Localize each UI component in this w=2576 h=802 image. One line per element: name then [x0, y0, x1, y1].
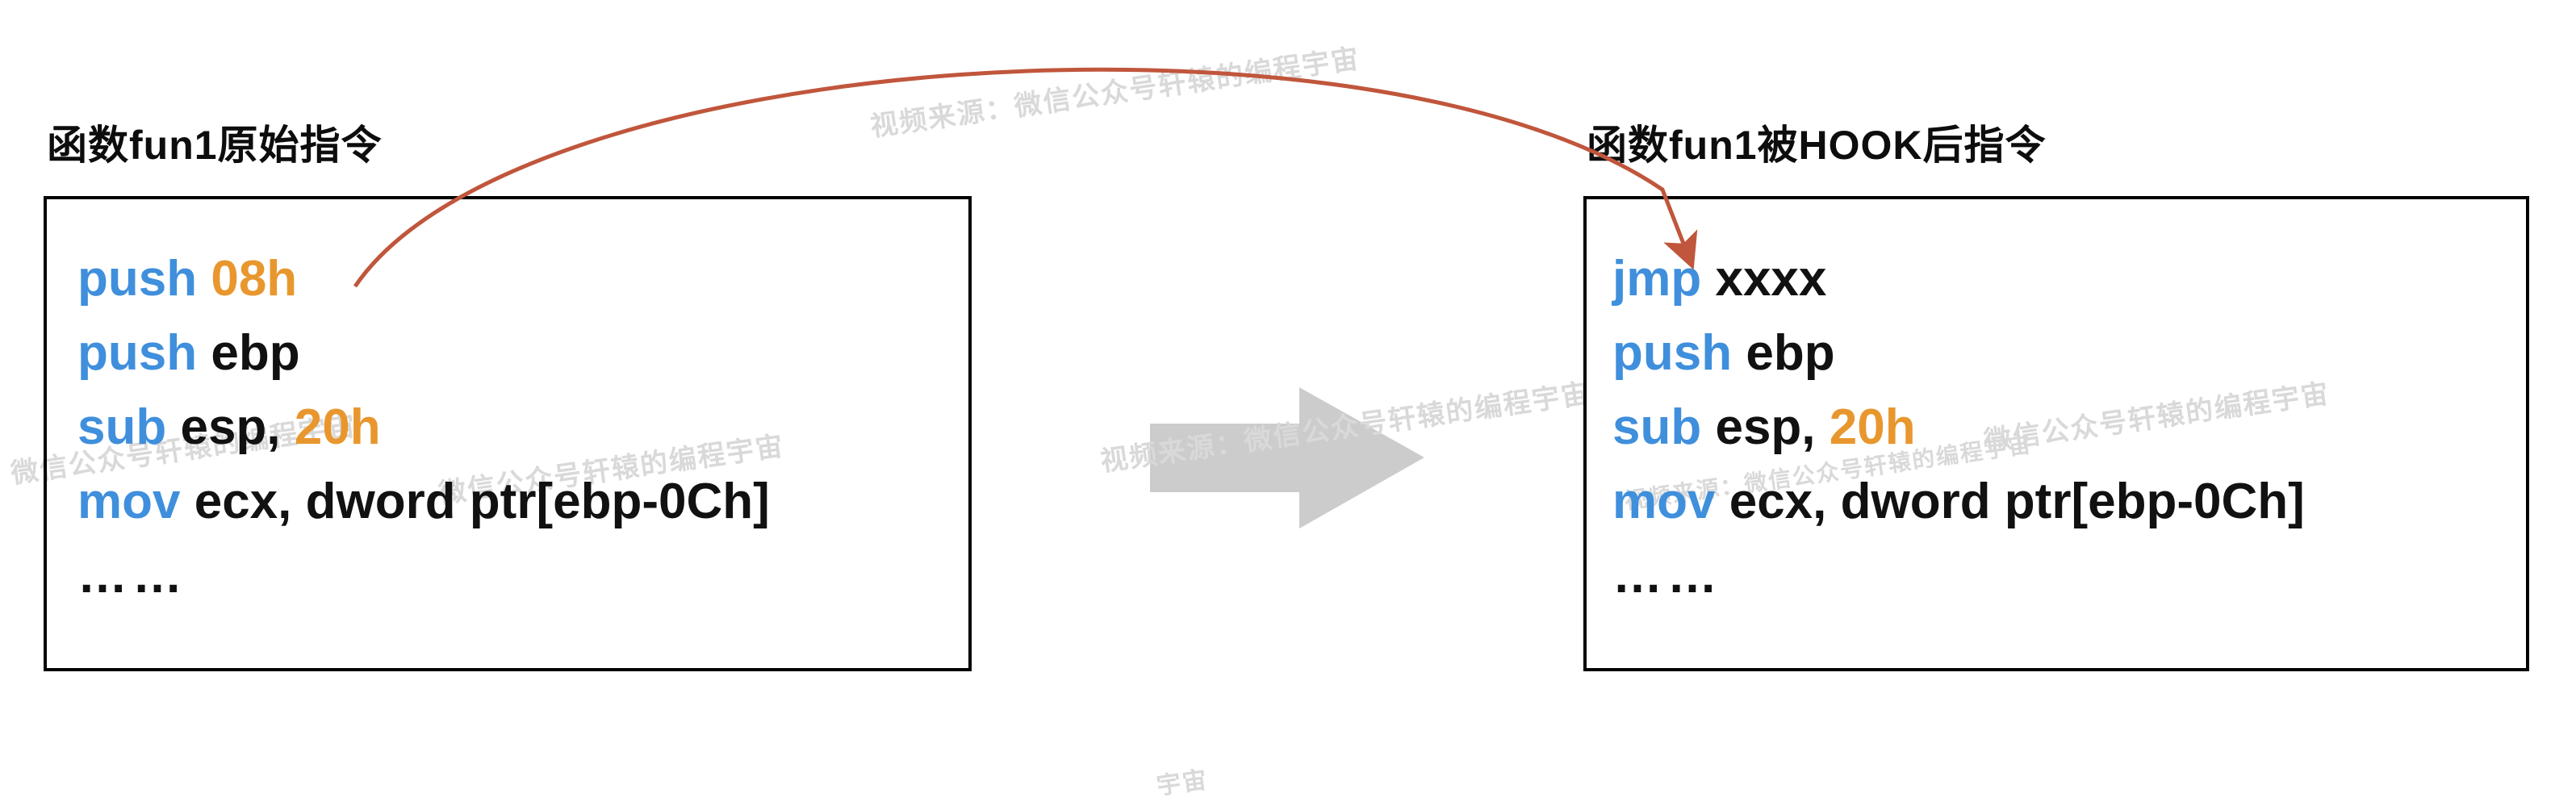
- left-panel-title: 函数fun1原始指令: [47, 123, 383, 168]
- ellipsis-line: ……: [77, 548, 187, 604]
- transform-block-arrow-icon: [1150, 387, 1424, 528]
- code-line: jmp xxxx: [1612, 242, 2305, 316]
- instruction-mnemonic: sub: [77, 399, 167, 455]
- instruction-immediate-hex: 08h: [211, 251, 298, 307]
- code-line: sub esp, 20h: [77, 391, 770, 465]
- watermark-text: 视频来源：微信公众号轩辕的编程宇宙: [868, 43, 1362, 143]
- instruction-mnemonic: push: [1612, 325, 1733, 381]
- right-code-panel: [1583, 196, 2529, 671]
- instruction-mnemonic: mov: [77, 474, 181, 529]
- code-line: mov ecx, dword ptr[ebp-0Ch]: [1612, 465, 2305, 539]
- instruction-operand: ecx, dword ptr[ebp-0Ch]: [194, 474, 770, 529]
- code-line: sub esp, 20h: [1612, 391, 2305, 465]
- instruction-immediate-hex: 20h: [294, 399, 381, 455]
- instruction-operand: ecx, dword ptr[ebp-0Ch]: [1729, 474, 2305, 529]
- instruction-mnemonic: push: [77, 251, 198, 307]
- instruction-operand: xxxx: [1715, 251, 1827, 307]
- instruction-mnemonic: sub: [1612, 399, 1702, 455]
- code-line: push ebp: [1612, 316, 2305, 391]
- code-line: ……: [1612, 539, 2305, 613]
- instruction-mnemonic: jmp: [1612, 251, 1702, 307]
- code-line: push 08h: [77, 242, 770, 316]
- instruction-operand: esp,: [180, 399, 281, 455]
- ellipsis-line: ……: [1612, 548, 1722, 604]
- code-line: mov ecx, dword ptr[ebp-0Ch]: [77, 465, 770, 539]
- instruction-immediate-hex: 20h: [1829, 399, 1916, 455]
- code-line: ……: [77, 539, 770, 613]
- instruction-operand: ebp: [211, 325, 300, 381]
- instruction-operand: esp,: [1715, 399, 1816, 455]
- instruction-mnemonic: mov: [1612, 474, 1716, 529]
- code-line: push ebp: [77, 316, 770, 391]
- instruction-operand: ebp: [1746, 325, 1835, 381]
- instruction-mnemonic: push: [77, 325, 198, 381]
- right-panel-title: 函数fun1被HOOK后指令: [1587, 123, 2047, 168]
